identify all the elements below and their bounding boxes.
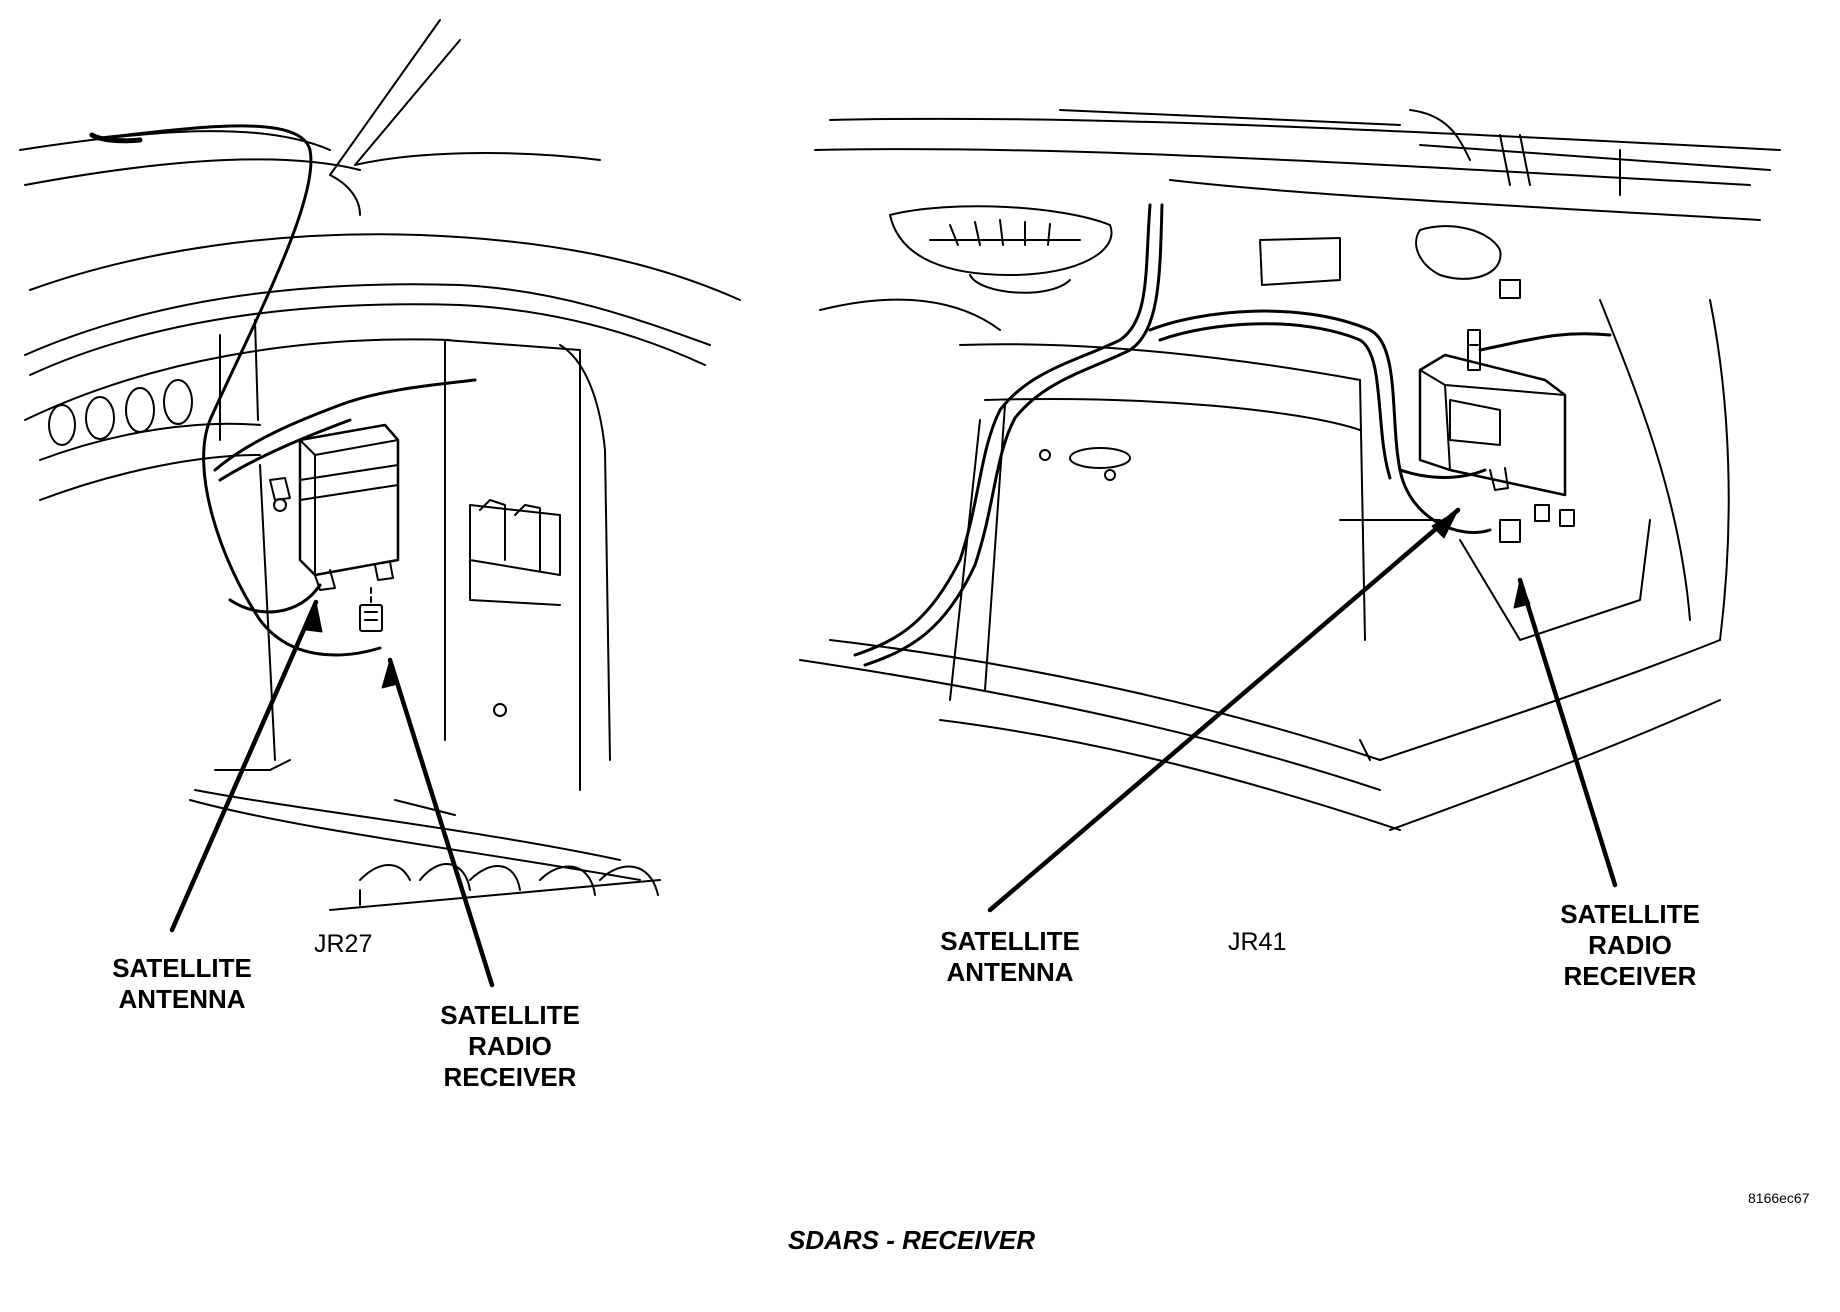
left-antenna-arrow — [169, 599, 319, 933]
left-receiver-label-line-3: RECEIVER — [443, 1062, 577, 1092]
left-receiver-arrow — [387, 657, 495, 988]
arrowheads — [305, 509, 1531, 689]
right-receiver-label: SATELLITE RADIO RECEIVER — [1540, 899, 1720, 992]
right-view-code: JR41 — [1228, 928, 1287, 956]
right-receiver-label-line-3: RECEIVER — [1563, 961, 1697, 991]
right-antenna-arrow — [987, 507, 1461, 913]
left-antenna-label-line-2: ANTENNA — [118, 984, 246, 1014]
right-receiver-label-line-1: SATELLITE — [1560, 899, 1700, 929]
left-antenna-label-line-1: SATELLITE — [112, 953, 252, 983]
right-trunk-view — [799, 109, 1781, 831]
left-receiver-label-line-2: RADIO — [468, 1031, 552, 1061]
left-antenna-label: SATELLITE ANTENNA — [82, 953, 282, 1015]
right-receiver-label-line-2: RADIO — [1588, 930, 1672, 960]
left-receiver-label-line-1: SATELLITE — [440, 1000, 580, 1030]
right-receiver-arrow — [1517, 577, 1618, 888]
right-antenna-label-line-1: SATELLITE — [940, 926, 1080, 956]
figure-caption: SDARS - RECEIVER — [788, 1225, 1036, 1255]
right-antenna-label: SATELLITE ANTENNA — [910, 926, 1110, 988]
right-antenna-label-line-2: ANTENNA — [946, 957, 1074, 987]
figure-id: 8166ec67 — [1748, 1190, 1810, 1206]
left-trunk-view — [19, 19, 741, 911]
left-receiver-label: SATELLITE RADIO RECEIVER — [420, 1000, 600, 1093]
right-antenna-cable — [853, 203, 1612, 667]
left-view-code: JR27 — [314, 930, 373, 958]
left-antenna-cable — [89, 124, 477, 657]
callout-arrows — [169, 507, 1618, 988]
